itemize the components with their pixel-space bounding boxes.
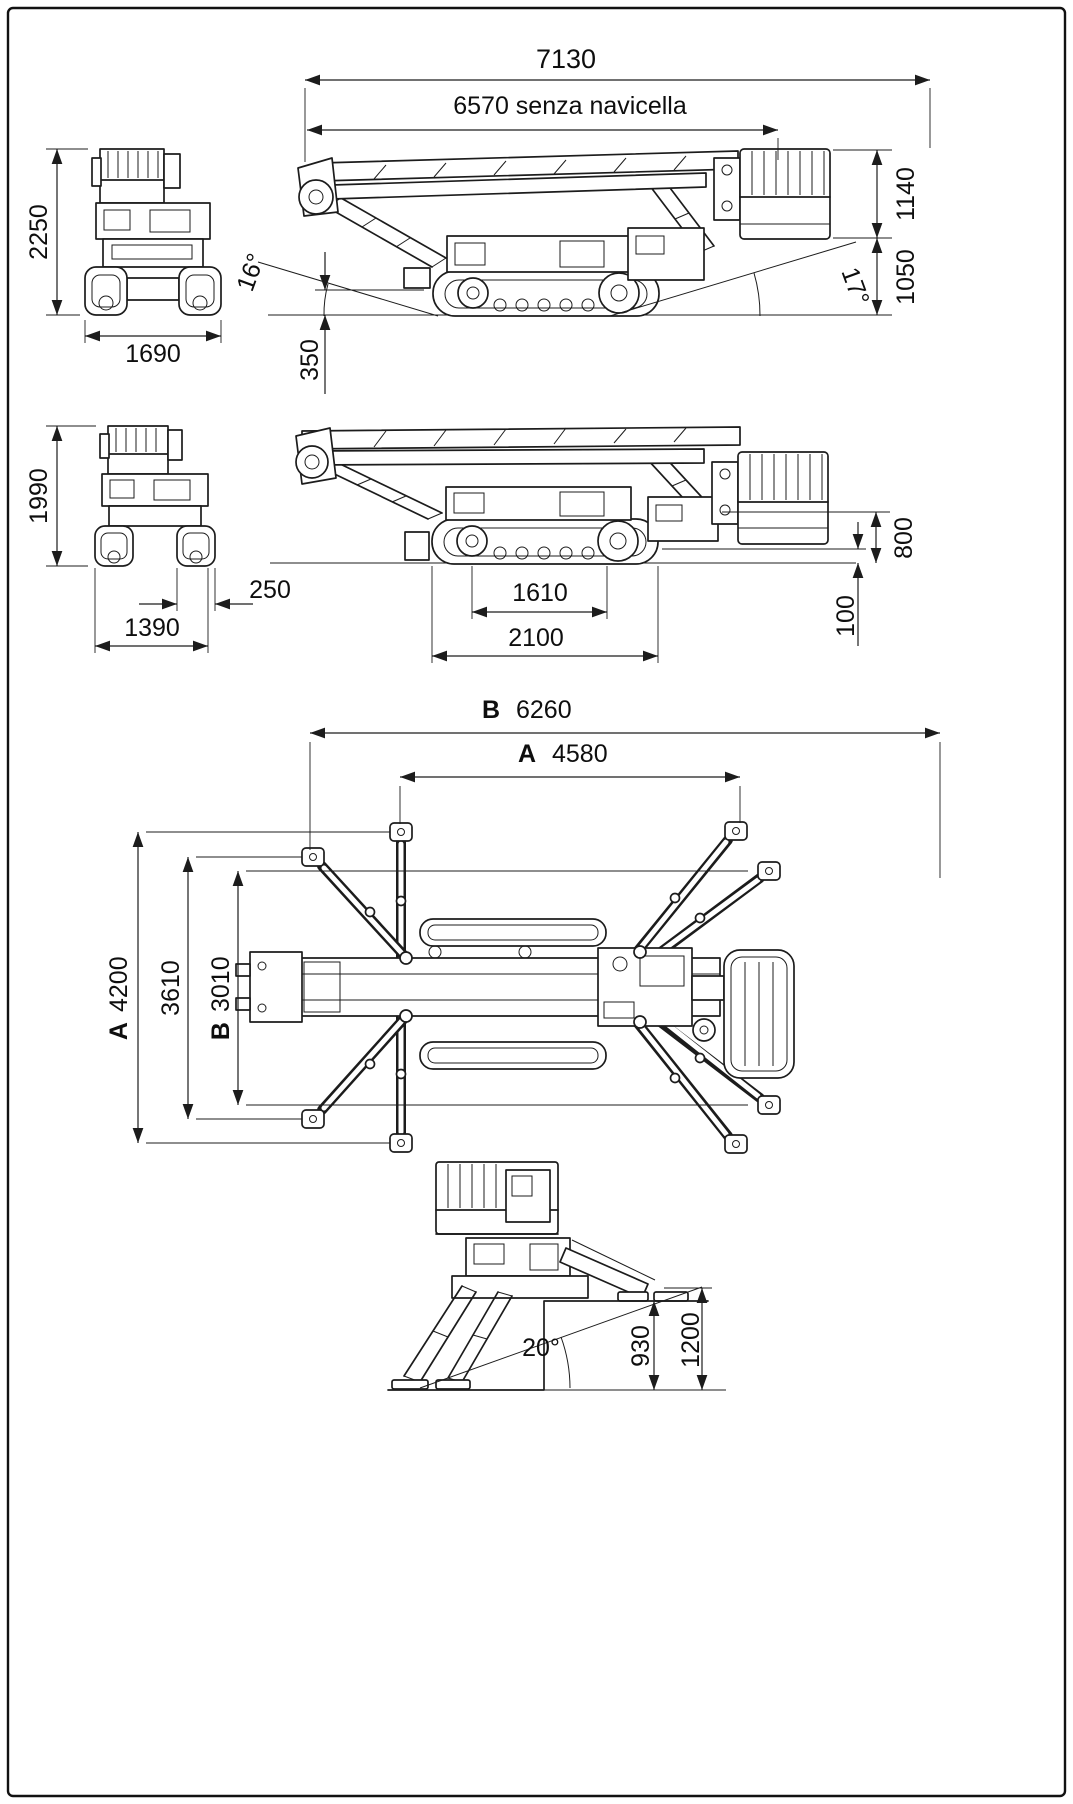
dim-length-without-basket-label: 6570 senza navicella bbox=[453, 92, 687, 120]
telescopic-boom bbox=[319, 150, 739, 200]
engine-box bbox=[647, 496, 719, 542]
track-plan bbox=[419, 918, 607, 1070]
telescopic-boom bbox=[301, 426, 741, 466]
dim-total-length-label: 7130 bbox=[536, 44, 596, 74]
turret bbox=[451, 1237, 589, 1299]
front-view-reduced-drawing bbox=[94, 425, 216, 567]
dim-reduced-height: 1990 bbox=[25, 425, 96, 567]
front-lattice-arm bbox=[326, 197, 447, 268]
dim-outrigger-length-b-label: 6260 bbox=[516, 696, 572, 724]
dim-front-clearance-label: 350 bbox=[296, 339, 324, 381]
side-view-stowed-drawing bbox=[268, 148, 856, 317]
dim-outrigger-width-a-label: 4200 bbox=[105, 956, 133, 1012]
turret bbox=[446, 235, 630, 273]
dim-total-length: 7130 bbox=[304, 44, 931, 162]
dim-rear-height: 800 bbox=[722, 511, 918, 563]
page-border bbox=[6, 6, 1067, 1798]
dim-step-height-label: 930 bbox=[627, 1325, 655, 1367]
dim-track-offset-label: 250 bbox=[249, 576, 291, 604]
front-lattice-arm bbox=[321, 461, 443, 520]
dim-length-without-basket: 6570 senza navicella bbox=[307, 92, 779, 160]
dim-outrigger-width-a: A 4200 bbox=[105, 831, 390, 1144]
angle-rear-label: 17° bbox=[835, 264, 874, 309]
dim-overall-height: 2250 bbox=[25, 148, 88, 316]
dim-reduced-width-label: 1390 bbox=[124, 614, 180, 642]
outrigger-leg-rear-right-b bbox=[627, 1011, 748, 1154]
angle-front-label: 16° bbox=[231, 250, 270, 295]
dim-outrigger-length-a: A 4580 bbox=[399, 740, 741, 824]
dim-rear-height-label: 800 bbox=[890, 517, 918, 559]
dim-overall-height-label: 2250 bbox=[25, 204, 53, 260]
angle-gradeability-label: 20° bbox=[522, 1334, 560, 1362]
track-undercarriage bbox=[431, 518, 659, 565]
dim-outrigger-width-mid: 3610 bbox=[157, 856, 302, 1120]
dim-overall-width-label: 1690 bbox=[125, 340, 181, 368]
dim-step-height: 930 bbox=[627, 1301, 660, 1390]
basket bbox=[435, 1161, 559, 1235]
plan-view-drawing bbox=[235, 821, 795, 1154]
dim-max-step-height: 1200 bbox=[664, 1287, 712, 1390]
dim-chassis-height: 1050 bbox=[846, 238, 920, 316]
turret-plan bbox=[399, 945, 693, 1029]
dim-outrigger-width-b-label: 3010 bbox=[207, 956, 235, 1012]
step-profile bbox=[387, 1300, 709, 1391]
dim-track-overall-length-label: 2100 bbox=[508, 624, 564, 652]
dim-outrigger-length-a-prefix: A bbox=[518, 740, 536, 768]
dim-basket-height: 1140 bbox=[833, 149, 920, 239]
dim-track-contact-length-label: 1610 bbox=[512, 579, 568, 607]
outrigger-leg-front-left-a bbox=[389, 822, 413, 967]
dim-chassis-height-label: 1050 bbox=[892, 249, 920, 305]
dim-track-offset: 250 bbox=[139, 568, 291, 611]
front-stub bbox=[403, 267, 431, 289]
angle-gradeability: 20° bbox=[419, 1286, 703, 1389]
outrigger-leg-rear-left-b bbox=[301, 1007, 415, 1129]
boom-head bbox=[297, 157, 339, 217]
dim-outrigger-length-b-prefix: B bbox=[482, 696, 500, 724]
dim-outrigger-width-a-prefix: A bbox=[105, 1022, 133, 1040]
dim-outrigger-length-b: B 6260 bbox=[309, 696, 941, 878]
dim-reduced-width: 1390 bbox=[94, 568, 209, 653]
dim-ground-clearance-label: 100 bbox=[832, 595, 860, 637]
outrigger-leg-front-right-a bbox=[645, 861, 781, 965]
basket-plan bbox=[691, 949, 795, 1079]
dim-reduced-height-label: 1990 bbox=[25, 468, 53, 524]
side-view-stabilized-drawing bbox=[387, 1161, 726, 1391]
basket bbox=[711, 451, 829, 545]
dim-track-overall-length: 2100 bbox=[431, 566, 659, 663]
dim-outrigger-width-mid-label: 3610 bbox=[157, 960, 185, 1016]
outrigger-leg-front-right-b bbox=[627, 821, 748, 963]
dim-overall-width: 1690 bbox=[84, 320, 222, 368]
front-stub bbox=[404, 531, 430, 561]
left-stabilizer-leg-outer bbox=[391, 1285, 477, 1390]
side-view-reduced-drawing bbox=[270, 426, 856, 565]
basket bbox=[713, 148, 831, 240]
track-undercarriage bbox=[432, 270, 660, 317]
dim-ground-clearance: 100 bbox=[662, 522, 866, 646]
boom-head bbox=[295, 427, 337, 485]
dim-max-step-height-label: 1200 bbox=[677, 1312, 705, 1368]
dim-track-contact-length: 1610 bbox=[471, 566, 608, 619]
outrigger-leg-rear-left-a bbox=[389, 1007, 413, 1153]
dim-outrigger-width-b-prefix: B bbox=[207, 1022, 235, 1040]
left-stabilizer-leg-inner bbox=[435, 1291, 513, 1390]
dim-outrigger-width-b: B 3010 bbox=[207, 870, 748, 1106]
right-stabilizer-arm bbox=[559, 1239, 689, 1302]
dim-front-clearance: 350 bbox=[296, 252, 424, 394]
dim-outrigger-length-a-label: 4580 bbox=[552, 740, 608, 768]
front-view-stowed-drawing bbox=[84, 148, 222, 316]
outrigger-leg-front-left-b bbox=[301, 847, 415, 967]
dim-basket-height-label: 1140 bbox=[892, 167, 920, 221]
